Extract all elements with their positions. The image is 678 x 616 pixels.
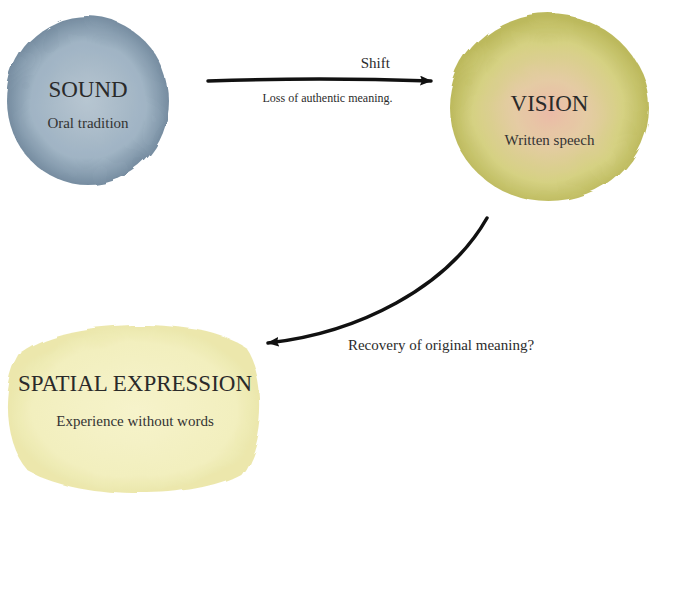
node-heading: SOUND	[3, 77, 173, 103]
watercolor-circle: SPATIAL EXPRESSION Experience without wor…	[2, 315, 268, 501]
node-heading: VISION	[446, 91, 653, 117]
arrow-connector	[208, 79, 431, 81]
node-subtitle: Experience without words	[2, 412, 268, 430]
node-heading: SPATIAL EXPRESSION	[2, 371, 268, 397]
watercolor-circle: VISION Written speech	[446, 10, 653, 206]
node-subtitle: Written speech	[446, 131, 653, 149]
note-label: Loss of authentic meaning.	[263, 91, 393, 106]
watercolor-circle: SOUND Oral tradition	[3, 13, 173, 189]
node-subtitle: Oral tradition	[3, 114, 173, 132]
watercolor-shape	[2, 315, 268, 501]
edge-label: Recovery of original meaning?	[348, 337, 534, 354]
arrow-connector	[268, 218, 487, 343]
edge-label: Shift	[361, 55, 390, 72]
